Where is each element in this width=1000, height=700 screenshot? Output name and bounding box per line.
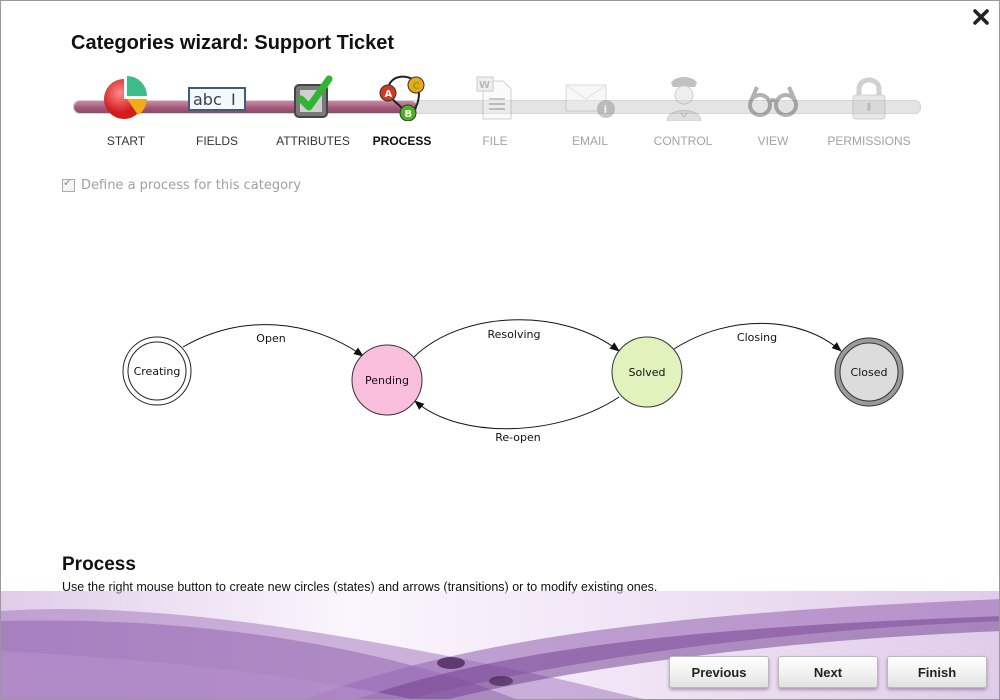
step-label: VIEW [757, 134, 789, 148]
window-title: Categories wizard: Support Ticket [71, 32, 395, 54]
transition-reopen[interactable]: Re-open [414, 396, 620, 444]
officer-icon [659, 73, 707, 122]
state-closed[interactable]: Closed [834, 337, 904, 407]
pie-chart-icon [102, 73, 150, 121]
process-abc-icon: A C B [378, 73, 426, 122]
step-label: PROCESS [372, 134, 432, 148]
step-file[interactable]: W FILE [445, 73, 545, 148]
help-text: Use the right mouse button to create new… [62, 580, 658, 594]
step-email[interactable]: i EMAIL [540, 73, 640, 148]
svg-text:abc: abc [193, 90, 222, 109]
finish-button[interactable]: Finish [887, 656, 987, 688]
process-diagram[interactable]: Open Resolving Re-open Closing Creating … [1, 291, 1000, 471]
footer-swoosh-decoration [1, 591, 999, 699]
step-process[interactable]: A C B PROCESS [352, 73, 452, 148]
state-label: Closed [851, 366, 888, 379]
transition-label: Resolving [488, 328, 541, 341]
svg-text:B: B [405, 109, 413, 120]
glasses-icon [745, 73, 801, 121]
step-fields[interactable]: abc I FIELDS [167, 73, 267, 148]
step-view[interactable]: VIEW [723, 73, 823, 148]
svg-text:A: A [385, 89, 393, 100]
svg-text:I: I [231, 90, 236, 109]
step-start[interactable]: START [76, 73, 176, 148]
state-label: Creating [134, 365, 181, 378]
close-icon[interactable] [971, 7, 991, 27]
state-label: Solved [628, 366, 665, 379]
svg-text:W: W [479, 80, 490, 91]
state-label: Pending [365, 374, 409, 387]
define-process-checkbox[interactable] [62, 176, 75, 192]
padlock-icon [845, 73, 893, 121]
transition-resolving[interactable]: Resolving [413, 319, 620, 358]
svg-text:C: C [413, 81, 420, 92]
state-creating[interactable]: Creating [122, 336, 192, 406]
step-label: ATTRIBUTES [276, 134, 350, 148]
transition-label: Closing [737, 331, 777, 344]
step-label: FILE [482, 134, 508, 148]
define-process-label: Define a process for this category [81, 178, 302, 193]
svg-text:i: i [604, 103, 608, 116]
transition-open[interactable]: Open [182, 324, 364, 357]
previous-button[interactable]: Previous [669, 656, 769, 688]
word-document-icon: W [471, 73, 519, 121]
step-label: CONTROL [653, 134, 713, 148]
next-button[interactable]: Next [778, 656, 878, 688]
wizard-progress: START abc I FIELDS ATTRIBUTE [71, 73, 923, 153]
state-solved[interactable]: Solved [611, 336, 683, 408]
define-process-checkbox-row[interactable]: Define a process for this category [62, 176, 302, 193]
transition-label: Re-open [495, 431, 541, 444]
checkbox-check-icon [289, 73, 337, 121]
step-attributes[interactable]: ATTRIBUTES [263, 73, 363, 148]
step-label: FIELDS [195, 134, 238, 148]
email-info-icon: i [562, 73, 618, 121]
help-title: Process [62, 554, 136, 575]
step-label: EMAIL [571, 134, 608, 148]
step-label: PERMISSIONS [827, 134, 911, 148]
transition-closing[interactable]: Closing [673, 322, 842, 352]
step-permissions[interactable]: PERMISSIONS [819, 73, 919, 148]
step-control[interactable]: CONTROL [633, 73, 733, 148]
state-pending[interactable]: Pending [351, 344, 423, 416]
transition-label: Open [256, 332, 285, 345]
text-field-icon: abc I [187, 73, 247, 121]
step-label: START [106, 134, 146, 148]
